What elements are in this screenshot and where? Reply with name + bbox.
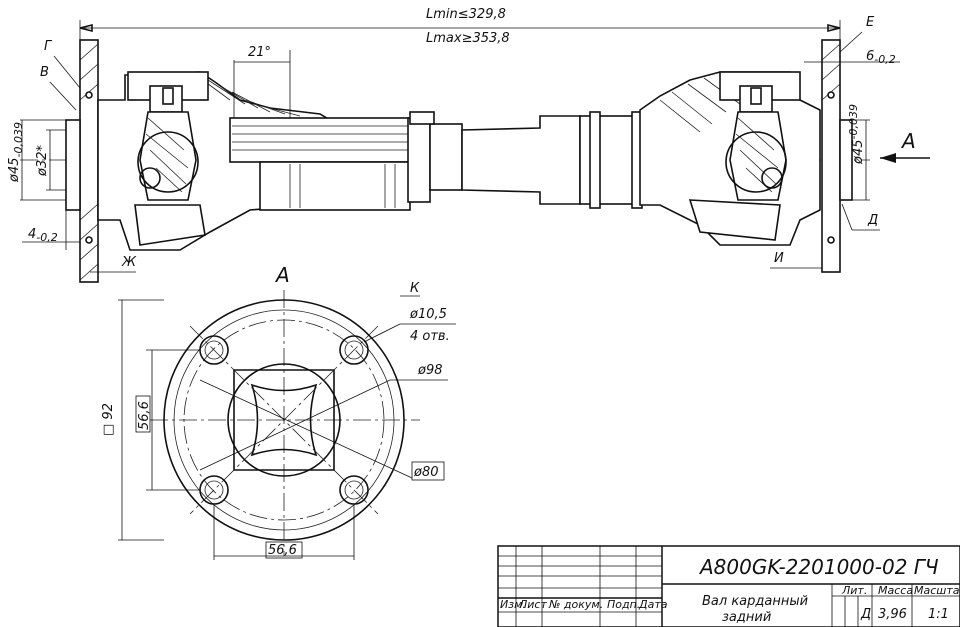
tb-massa: Масса <box>878 584 913 597</box>
right-flange-hole-mark <box>827 91 835 99</box>
d32-label: ø32* <box>35 145 50 177</box>
tb-col-izm: Изм. <box>500 598 526 611</box>
right-yoke-lower-arm <box>688 199 781 241</box>
left-flange <box>79 39 99 283</box>
right-cross-small-circle <box>761 167 783 189</box>
four-label: 4-0,2 <box>28 227 58 244</box>
d98-leader <box>199 379 391 471</box>
bolt-hole <box>339 335 369 365</box>
lmin-label: Lmin≤329,8 <box>426 7 506 22</box>
angle-label: 21° <box>248 45 271 60</box>
tb-name-line2: задний <box>722 610 771 625</box>
left-cross-small-circle <box>139 167 161 189</box>
label-g: Г <box>44 39 53 54</box>
tb-col-podp: Подп. <box>607 598 640 611</box>
right-flange-spigot <box>839 119 853 201</box>
s566v-label: 56,6 <box>137 401 152 430</box>
six-label: 6-0,2 <box>866 49 896 66</box>
label-e: Е <box>866 15 875 30</box>
right-grease-nipple <box>750 87 762 105</box>
left-flange-spigot <box>65 119 81 211</box>
right-flange-hole-mark-lower <box>827 236 835 244</box>
leader-g <box>53 55 81 89</box>
d98-label: ø98 <box>417 363 443 378</box>
left-flange-hole-mark-lower <box>85 236 93 244</box>
lmax-label: Lmax≥353,8 <box>426 31 510 46</box>
bolt-hole-inner <box>344 480 364 500</box>
left-yoke-lower-arm <box>134 204 206 246</box>
label-k: К <box>410 281 420 296</box>
flange-outer-circle <box>163 299 405 541</box>
right-cross-circle <box>725 131 787 193</box>
flange-chamfer-circle <box>173 309 395 531</box>
left-flange-hole-mark <box>85 91 93 99</box>
slip-seal <box>407 117 431 203</box>
tb-masshtab: Масштаб <box>914 584 960 597</box>
side-view-dimensions: Lmin≤329,8 Lmax≥353,8 21° ø45-0,039 ø32*… <box>7 7 930 250</box>
s566h-label: 56,6 <box>268 543 297 558</box>
flange-splined-bore <box>250 383 318 457</box>
seal-clamp <box>409 111 435 125</box>
right-yoke-hatch <box>659 77 741 133</box>
d80-box <box>411 461 445 481</box>
slip-spline-upper <box>229 117 411 163</box>
tb-scale-value: 1:1 <box>928 607 949 622</box>
d45-left-label: ø45-0,039 <box>7 122 25 183</box>
shaft-tube <box>579 115 641 205</box>
hole-count-label: 4 отв. <box>410 329 450 344</box>
tube-neck <box>461 115 581 205</box>
slip-sleeve-lower <box>259 161 411 211</box>
left-yoke-hatch <box>199 77 301 117</box>
leader-d-2 <box>841 203 853 231</box>
view-a-arrowhead <box>880 153 896 163</box>
bolt-hole-inner <box>344 340 364 360</box>
tb-col-dokum: № докум. <box>548 598 603 611</box>
hole-dia-label: ø10,5 <box>409 307 447 322</box>
leader-v <box>49 81 77 111</box>
title-block-frame <box>497 545 960 627</box>
s566h-box <box>265 541 303 559</box>
left-cross-circle <box>137 131 199 193</box>
sq92-label: □ 92 <box>101 403 116 436</box>
tube-break <box>589 111 601 209</box>
leader-k <box>363 323 401 343</box>
slip-boot <box>429 123 463 191</box>
bolt-hole-inner <box>204 480 224 500</box>
tb-col-data: Дата <box>638 598 668 611</box>
d80-leader <box>199 379 413 479</box>
label-v: В <box>40 65 49 80</box>
leader-labels: Г В Ж Е Д И <box>40 15 880 273</box>
left-cross-hatch <box>145 117 189 193</box>
length-dim-arrows <box>79 23 841 33</box>
d45-right-label: ø45-0,039 <box>847 104 866 165</box>
label-zh: Ж <box>121 255 137 270</box>
right-cross-hatch <box>735 117 779 193</box>
tb-col-list: Лист <box>518 598 547 611</box>
label-i: И <box>774 251 784 266</box>
left-grease-nipple <box>162 87 174 105</box>
tb-lit-value: Д <box>860 607 871 622</box>
flange-spigot-circle <box>227 363 341 477</box>
left-cross-spider <box>139 111 197 201</box>
view-a-title: А <box>274 263 290 287</box>
d80-label: ø80 <box>413 465 439 480</box>
leader-e <box>839 31 863 53</box>
tb-lit: Лит. <box>841 584 867 597</box>
view-a-arrow-label: А <box>900 129 916 153</box>
diag-axis-2 <box>189 325 379 515</box>
bolt-pcd-circle <box>183 319 385 521</box>
title-block: Изм. Лист № докум. Подп. Дата А800GK-220… <box>497 545 960 627</box>
label-d: Д <box>867 213 878 228</box>
tb-name-line1: Вал карданный <box>702 594 808 609</box>
propeller-shaft-side-view <box>20 39 870 283</box>
s566v-box <box>135 395 151 433</box>
tb-mass-value: 3,96 <box>878 607 907 622</box>
view-a-flange: А □ 92 56,6 <box>101 263 456 560</box>
tb-designation: А800GK-2201000-02 ГЧ <box>698 555 939 579</box>
bolt-hole-inner <box>204 340 224 360</box>
